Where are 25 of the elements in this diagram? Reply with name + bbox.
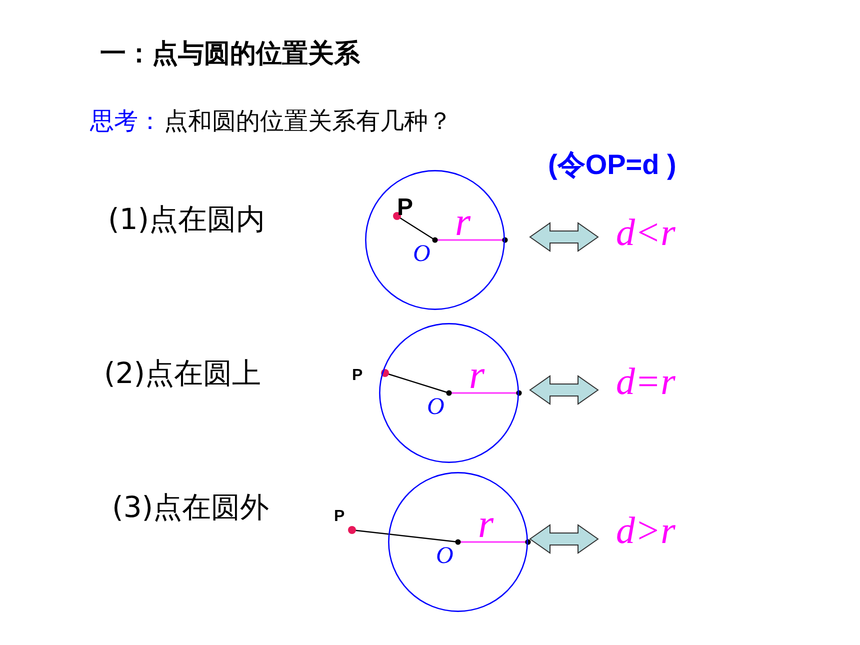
relation-formula: d>r	[616, 511, 676, 553]
radius-label: r	[455, 202, 471, 242]
radius-label: r	[469, 355, 485, 395]
center-label: O	[413, 242, 430, 266]
definition-label: (令OP=d )	[548, 150, 676, 181]
double-arrow	[529, 375, 599, 405]
prompt-label: 思考：	[90, 108, 162, 134]
case-label: (1)点在圆内	[108, 204, 266, 236]
point-label: P	[334, 509, 345, 525]
case-label: (3)点在圆外	[112, 492, 270, 524]
radius-label: r	[478, 504, 494, 544]
circle	[379, 323, 519, 463]
center-label: O	[436, 544, 454, 568]
center-label: O	[427, 395, 444, 419]
relation-formula: d=r	[616, 362, 676, 404]
relation-formula: d<r	[616, 213, 676, 255]
question-text: 点和圆的位置关系有几种？	[164, 108, 452, 134]
circle	[388, 472, 528, 612]
point-label: P	[397, 196, 414, 220]
title: 一：点与圆的位置关系	[100, 40, 360, 69]
point-label: P	[352, 368, 363, 384]
case-label: (2)点在圆上	[104, 358, 262, 390]
double-arrow	[529, 222, 599, 252]
circle	[365, 170, 505, 310]
double-arrow	[529, 524, 599, 554]
